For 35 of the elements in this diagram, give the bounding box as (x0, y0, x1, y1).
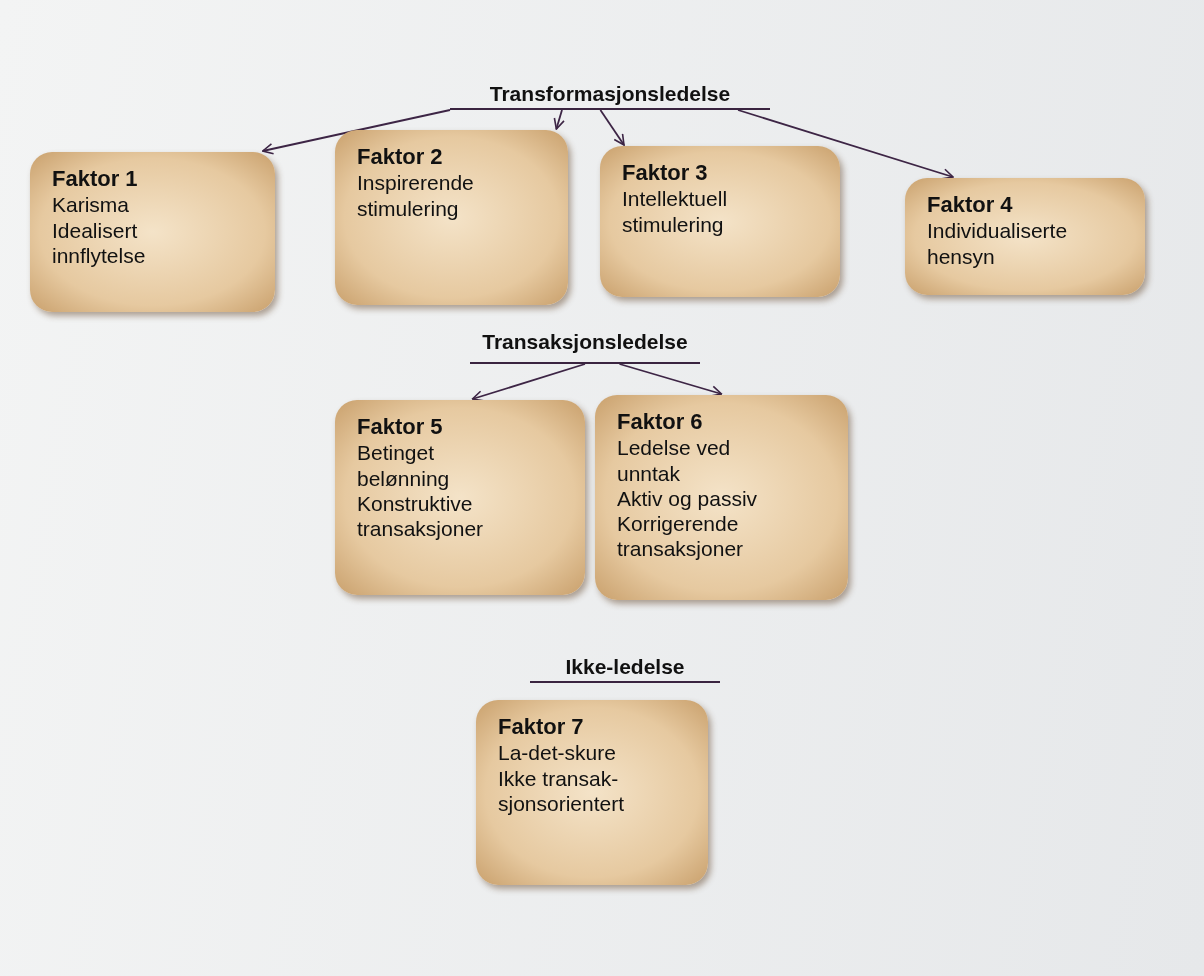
factor-description: Ledelse ved unntak (617, 435, 732, 486)
factor-box (905, 178, 1145, 295)
arrow (471, 363, 586, 402)
factor-description: Individualiserte hensyn (927, 218, 1069, 269)
factor-title: Faktor 6 (617, 409, 704, 436)
factor-box (476, 700, 708, 885)
factor-description: Konstruktive transaksjoner (357, 490, 485, 542)
factor-description: Betinget belønning (357, 440, 451, 491)
factor-description: Inspirerende stimulering (357, 170, 475, 221)
factor-title: Faktor 3 (622, 160, 709, 187)
arrow (737, 109, 954, 180)
factor-description: Karisma (52, 192, 131, 218)
factor-description: Intellektuell stimulering (622, 186, 729, 237)
factor-box (335, 130, 568, 305)
factor-title: Faktor 2 (357, 144, 444, 171)
factor-description: La-det-skure (498, 740, 617, 766)
factor-box (335, 400, 585, 595)
factor-description: Idealisert innflytelse (52, 217, 147, 268)
factor-title: Faktor 4 (927, 192, 1014, 219)
factor-box (30, 152, 275, 312)
factor-title: Faktor 7 (498, 714, 585, 741)
arrow (261, 109, 451, 155)
arrow (553, 109, 565, 130)
arrow (618, 363, 723, 397)
heading-text: Ikke-ledelse (530, 655, 720, 683)
factor-title: Faktor 1 (52, 166, 139, 193)
arrow (599, 109, 625, 146)
factor-box (595, 395, 848, 600)
heading-text: Transformasjonsledelse (450, 82, 770, 110)
heading-text: Transaksjonsledelse (470, 330, 700, 364)
factor-description: Korrigerende transaksjoner (617, 510, 745, 562)
factor-description: Ikke transak-sjonsorientert (498, 765, 626, 816)
factor-description: Aktiv og passiv (617, 485, 759, 511)
factor-title: Faktor 5 (357, 414, 444, 441)
factor-box (600, 146, 840, 297)
